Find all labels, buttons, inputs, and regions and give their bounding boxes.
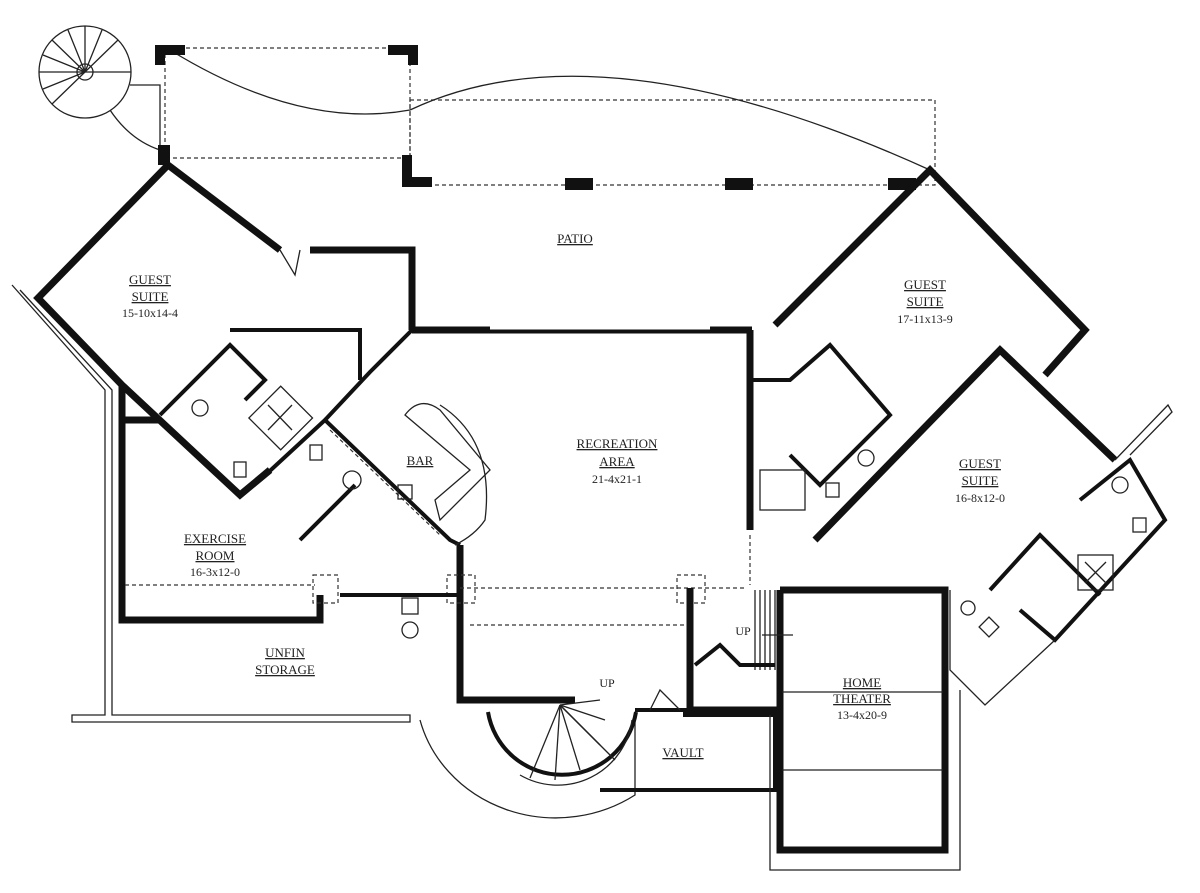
theater-dim: 13-4x20-9 xyxy=(837,708,887,722)
recreation-label-2: AREA xyxy=(599,454,635,469)
recreation-dim: 21-4x21-1 xyxy=(592,472,642,486)
exercise-dim: 16-3x12-0 xyxy=(190,565,240,579)
unfin-storage: UNFIN STORAGE xyxy=(11,284,419,723)
recreation-area: RECREATION AREA 21-4x21-1 xyxy=(412,326,754,704)
storage-label-2: STORAGE xyxy=(255,662,315,677)
theater-label-2: THEATER xyxy=(833,691,891,706)
guest-suite-right-lower: GUEST SUITE 16-8x12-0 xyxy=(812,345,1173,643)
main-staircase: UP xyxy=(419,676,638,819)
bar-area: BAR xyxy=(258,328,491,547)
home-theater: HOME THEATER 13-4x20-9 xyxy=(769,586,1056,871)
guest-suite-1-dim: 15-10x14-4 xyxy=(122,306,178,320)
guest-suite-2-dim: 17-11x13-9 xyxy=(897,312,953,326)
exercise-room: EXERCISE ROOM 16-3x12-0 xyxy=(118,385,460,624)
bar-label: BAR xyxy=(407,453,434,468)
recreation-label-1: RECREATION xyxy=(577,436,659,451)
patio-label: PATIO xyxy=(557,231,593,246)
theater-stair: UP xyxy=(686,588,793,714)
guest-suite-3-label-1: GUEST xyxy=(959,456,1001,471)
guest-suite-left: GUEST SUITE 15-10x14-4 xyxy=(33,162,416,500)
guest-suite-right-upper: GUEST SUITE 17-11x13-9 xyxy=(752,165,1090,511)
guest-suite-2-label-2: SUITE xyxy=(907,294,944,309)
storage-label-1: UNFIN xyxy=(265,645,305,660)
theater-label-1: HOME xyxy=(843,675,881,690)
guest-suite-3-dim: 16-8x12-0 xyxy=(955,491,1005,505)
vault: VAULT xyxy=(600,688,777,792)
guest-suite-3-label-2: SUITE xyxy=(962,473,999,488)
exercise-label-1: EXERCISE xyxy=(184,531,246,546)
spiral-staircase xyxy=(38,25,161,151)
guest-suite-1-label-2: SUITE xyxy=(132,289,169,304)
guest-suite-2-label-1: GUEST xyxy=(904,277,946,292)
guest-suite-1-label-1: GUEST xyxy=(129,272,171,287)
exercise-label-2: ROOM xyxy=(195,548,234,563)
theater-stair-up-label: UP xyxy=(735,624,751,638)
stair-up-label: UP xyxy=(599,676,615,690)
vault-label: VAULT xyxy=(662,745,703,760)
patio: PATIO xyxy=(155,45,936,246)
